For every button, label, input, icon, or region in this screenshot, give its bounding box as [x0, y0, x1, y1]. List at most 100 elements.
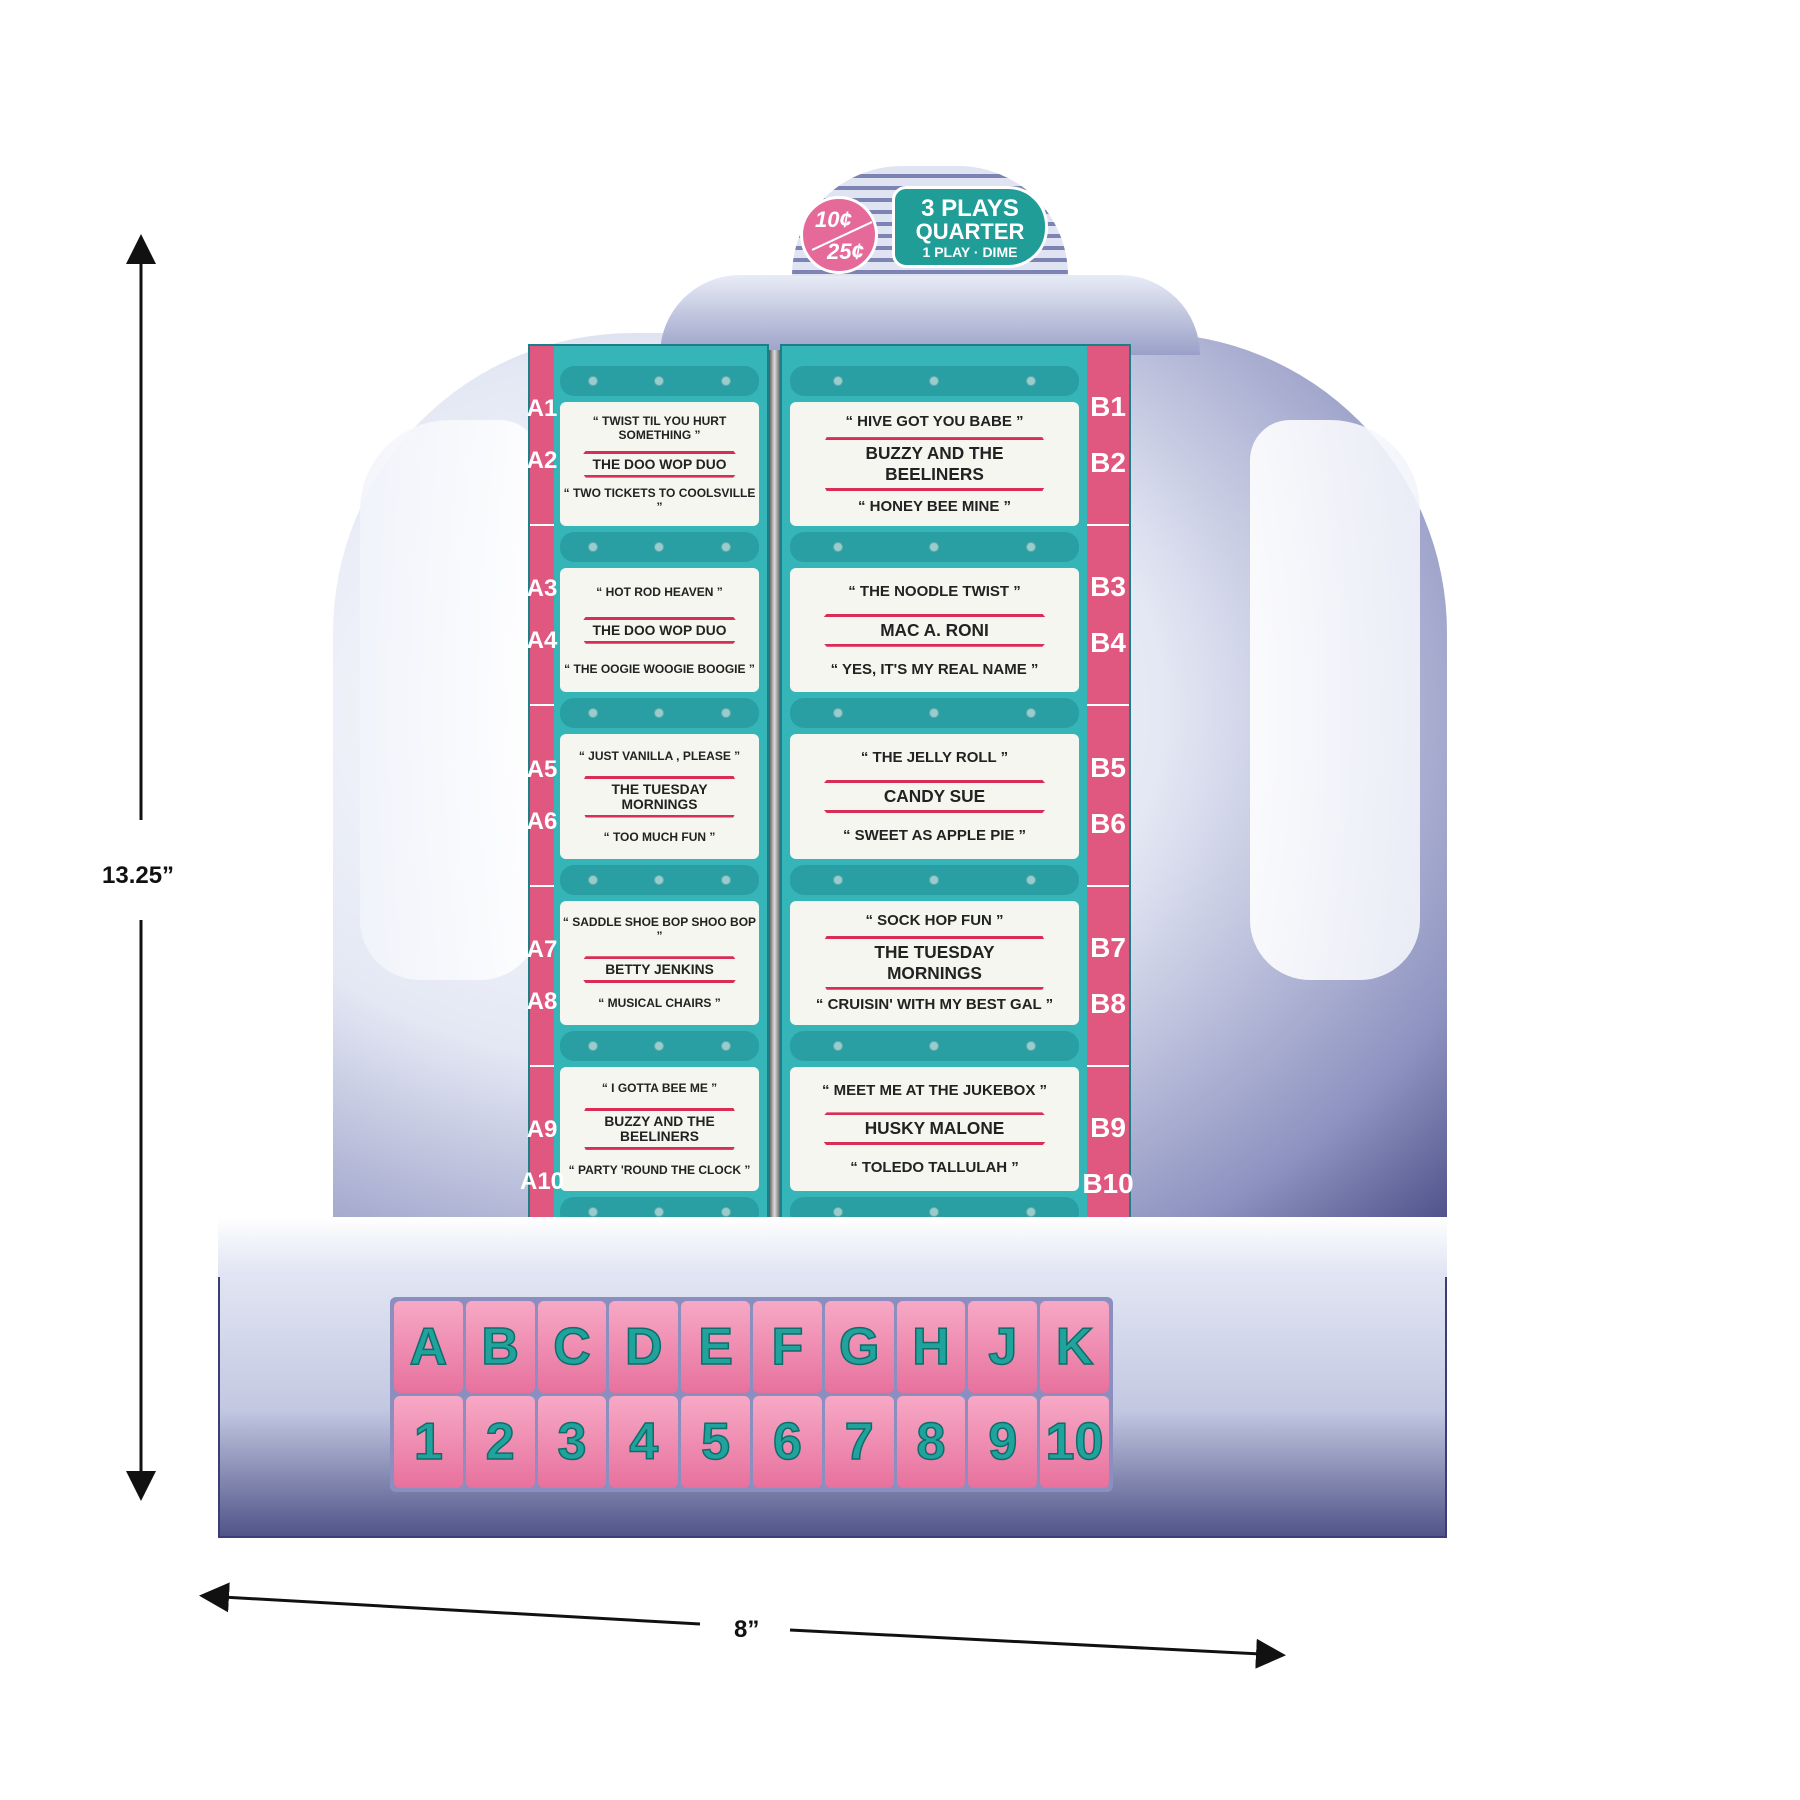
left-chrome-highlight	[360, 420, 540, 980]
artist-name: THE DOO WOP DUO	[575, 616, 744, 644]
artist-name: MAC A. RONI	[811, 613, 1058, 647]
song-a-title: “ SADDLE SHOE BOP SHOO BOP ”	[562, 915, 757, 944]
plays-line-1: 3 PLAYS	[921, 195, 1019, 222]
number-key[interactable]: 10	[1040, 1396, 1109, 1488]
artist-name: THE TUESDAY MORNINGS	[575, 775, 744, 818]
hole	[654, 874, 665, 885]
song-card: “ SOCK HOP FUN ”THE TUESDAY MORNINGS“ CR…	[790, 900, 1079, 1025]
letter-key[interactable]: G	[824, 1301, 894, 1393]
letter-key[interactable]: D	[609, 1301, 679, 1393]
hole	[1025, 708, 1036, 719]
hole	[588, 376, 599, 386]
selection-label: B4	[1090, 627, 1126, 659]
hole	[720, 542, 731, 553]
number-key[interactable]: 2	[465, 1396, 535, 1488]
selection-label: A7	[526, 935, 558, 963]
hole	[588, 708, 599, 719]
hole	[833, 1040, 844, 1051]
selection-label: A4	[526, 627, 558, 655]
price-top: 10¢	[815, 207, 852, 232]
song-card: “ THE NOODLE TWIST ”MAC A. RONI“ YES, IT…	[790, 568, 1079, 693]
letter-key[interactable]: F	[753, 1301, 822, 1393]
hole-strip	[790, 698, 1079, 729]
hole	[833, 376, 844, 386]
hole	[1025, 1207, 1036, 1218]
song-b-title: “ THE OOGIE WOOGIE BOOGIE ”	[564, 661, 755, 676]
hole	[833, 1207, 844, 1218]
letter-key[interactable]: E	[681, 1301, 750, 1393]
artist-name: BETTY JENKINS	[575, 956, 744, 984]
song-a-title: “ HIVE GOT YOU BABE ”	[845, 413, 1024, 431]
hole	[833, 874, 844, 885]
song-b-title: “ MUSICAL CHAIRS ”	[598, 996, 721, 1011]
height-dimension: 13.25”	[96, 858, 181, 894]
letter-key[interactable]: K	[1040, 1301, 1109, 1393]
number-key[interactable]: 1	[394, 1396, 463, 1488]
hole	[1025, 1040, 1036, 1051]
song-card: “ JUST VANILLA , PLEASE ” THE TUESDAY MOR…	[560, 734, 759, 859]
hole	[833, 708, 844, 719]
hole-strip	[560, 864, 759, 895]
hole	[929, 1207, 940, 1218]
hole	[654, 1040, 665, 1051]
hole-strip	[560, 698, 759, 729]
letter-key[interactable]: B	[465, 1301, 535, 1393]
song-a-title: “ THE NOODLE TWIST ”	[848, 583, 1021, 601]
song-card: “ SADDLE SHOE BOP SHOO BOP ” BETTY JENKIN…	[560, 900, 759, 1025]
panel-hinge	[769, 350, 780, 1250]
song-b-title: “ TOO MUCH FUN ”	[603, 830, 716, 845]
selection-label: B9	[1090, 1111, 1126, 1143]
song-a-title: “ THE JELLY ROLL ”	[860, 749, 1009, 767]
number-key[interactable]: 4	[609, 1396, 679, 1488]
hole-strip	[560, 366, 759, 396]
song-a-title: “ HOT ROD HEAVEN ”	[596, 585, 723, 600]
artist-name: HUSKY MALONE	[811, 1112, 1058, 1146]
artist-name: THE TUESDAY MORNINGS	[811, 935, 1058, 990]
hole	[654, 376, 665, 386]
hole-strip	[790, 366, 1079, 396]
song-a-title: “ JUST VANILLA , PLEASE ”	[578, 748, 741, 763]
hole	[720, 376, 731, 386]
selection-label: B2	[1090, 447, 1126, 479]
number-key[interactable]: 5	[681, 1396, 750, 1488]
number-key[interactable]: 8	[896, 1396, 966, 1488]
hole	[1025, 874, 1036, 885]
right-chrome-highlight	[1250, 420, 1420, 980]
hole	[654, 1207, 665, 1218]
price-bottom: 25¢	[827, 239, 864, 264]
song-b-title: “ CRUISIN' WITH MY BEST GAL ”	[815, 996, 1054, 1014]
letter-key[interactable]: A	[394, 1301, 463, 1393]
selection-label: A6	[526, 807, 558, 835]
letter-key[interactable]: H	[896, 1301, 966, 1393]
letter-key[interactable]: C	[537, 1301, 607, 1393]
number-key[interactable]: 6	[753, 1396, 822, 1488]
selection-label: B5	[1090, 751, 1126, 783]
number-key[interactable]: 3	[537, 1396, 607, 1488]
song-b-title: “ TWO TICKETS TO COOLSVILLE ”	[563, 485, 756, 514]
number-key[interactable]: 7	[824, 1396, 894, 1488]
hole	[929, 1040, 940, 1051]
hole	[588, 542, 599, 553]
song-card: “ HOT ROD HEAVEN ” THE DOO WOP DUO “ THE O…	[560, 568, 759, 693]
hole	[720, 708, 731, 719]
artist-name: CANDY SUE	[811, 780, 1058, 813]
number-key[interactable]: 9	[968, 1396, 1038, 1488]
letter-key[interactable]: J	[968, 1301, 1038, 1393]
width-dimension: 8”	[728, 1612, 766, 1648]
hole-strip	[790, 864, 1079, 895]
song-b-title: “ PARTY 'ROUND THE CLOCK ”	[568, 1162, 751, 1177]
price-badge: 10¢ 25¢	[800, 196, 878, 274]
hole-strip	[560, 532, 759, 563]
song-a-title: “ MEET ME AT THE JUKEBOX ”	[821, 1081, 1047, 1099]
